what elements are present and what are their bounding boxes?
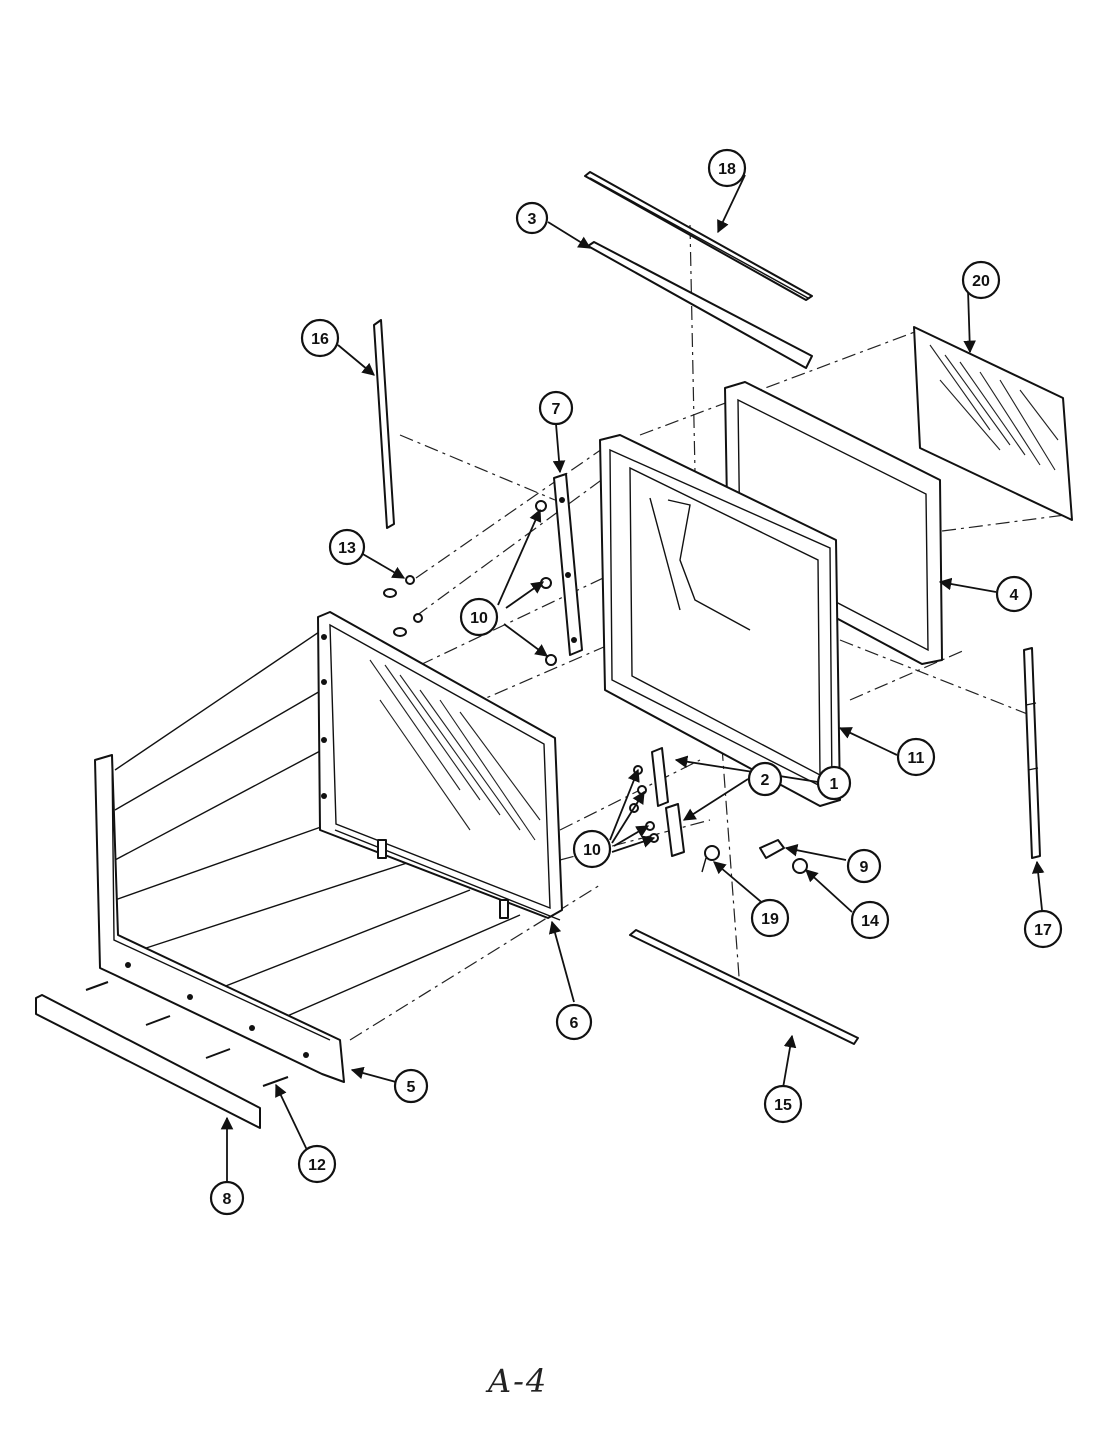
part-10-screws-upper xyxy=(535,500,557,666)
part-20-glass-panel xyxy=(913,326,1073,521)
svg-text:18: 18 xyxy=(718,161,736,178)
part-9-latch xyxy=(759,839,785,859)
callout-6: 6 xyxy=(555,1003,593,1041)
part-18-top-seal xyxy=(584,171,813,301)
page-label: A-4 xyxy=(488,1362,549,1400)
callout-10-upper: 10 xyxy=(459,597,499,637)
frame-to-panel-lines xyxy=(114,629,521,1031)
callout-3: 3 xyxy=(515,201,549,235)
svg-text:1: 1 xyxy=(830,776,839,793)
svg-text:10: 10 xyxy=(583,842,601,859)
part-3-upper-trim xyxy=(587,241,813,369)
svg-text:12: 12 xyxy=(308,1157,326,1174)
callout-5: 5 xyxy=(393,1068,429,1104)
part-12-screws xyxy=(85,981,289,1087)
callout-16: 16 xyxy=(300,318,340,358)
callout-10-lower: 10 xyxy=(572,829,612,869)
svg-text:5: 5 xyxy=(407,1079,416,1096)
callout-2: 2 xyxy=(747,761,783,797)
part-19-spring xyxy=(701,845,720,873)
part-16-side-seal xyxy=(373,319,395,529)
callout-8: 8 xyxy=(209,1180,245,1216)
part-17-right-seal xyxy=(1023,647,1041,859)
svg-text:9: 9 xyxy=(860,859,869,876)
svg-text:7: 7 xyxy=(552,401,561,418)
leader-lines xyxy=(220,174,1045,1182)
callout-19: 19 xyxy=(750,898,790,938)
callout-1: 1 xyxy=(816,765,852,801)
callout-7: 7 xyxy=(538,390,574,426)
part-13-nuts xyxy=(383,575,423,637)
callout-9: 9 xyxy=(846,848,882,884)
callout-15: 15 xyxy=(763,1084,803,1124)
callout-17: 17 xyxy=(1023,909,1063,949)
svg-text:13: 13 xyxy=(338,540,356,557)
svg-text:3: 3 xyxy=(528,211,537,228)
svg-text:15: 15 xyxy=(774,1097,792,1114)
callout-12: 12 xyxy=(297,1144,337,1184)
callout-4: 4 xyxy=(995,575,1033,613)
svg-text:6: 6 xyxy=(570,1015,579,1032)
callout-13: 13 xyxy=(328,528,366,566)
part-15-lower-seal xyxy=(629,929,859,1045)
part-2-hinge xyxy=(629,803,685,857)
callout-14: 14 xyxy=(850,900,890,940)
callout-20: 20 xyxy=(961,260,1001,300)
svg-text:20: 20 xyxy=(972,273,990,290)
svg-text:11: 11 xyxy=(908,750,925,767)
svg-text:16: 16 xyxy=(311,331,329,348)
svg-text:8: 8 xyxy=(223,1191,232,1208)
callout-18: 18 xyxy=(707,148,747,188)
svg-text:2: 2 xyxy=(761,772,770,789)
svg-text:19: 19 xyxy=(761,911,779,928)
svg-text:17: 17 xyxy=(1034,922,1052,939)
svg-text:10: 10 xyxy=(470,610,488,627)
part-7-hinge-bracket xyxy=(553,473,583,656)
svg-text:14: 14 xyxy=(861,913,879,930)
callout-11: 11 xyxy=(896,737,936,777)
part-14-knob xyxy=(792,858,808,874)
part-8-bottom-trim xyxy=(35,994,261,1129)
svg-text:4: 4 xyxy=(1010,587,1019,604)
part-5-lower-frame xyxy=(94,754,345,1083)
part-1-hinge xyxy=(633,747,669,807)
part-6-outer-door-panel xyxy=(317,611,563,921)
